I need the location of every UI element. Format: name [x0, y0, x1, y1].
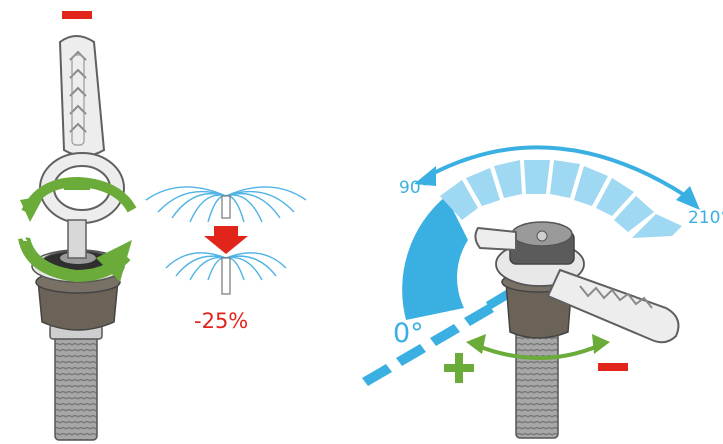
arc-band-adjustable: [440, 160, 682, 238]
adjust-direction-arrow: [466, 334, 610, 360]
turns-label: X4: [12, 220, 41, 246]
arc-band-fixed: [402, 196, 468, 320]
rotate-four-times-arrows: [18, 176, 137, 283]
spray-reduction-label: -25%: [194, 309, 249, 333]
arc-end-label: 210°: [688, 208, 723, 228]
plus-marker: [444, 353, 474, 383]
arc-start-label: 90°: [399, 178, 430, 198]
right-sprinkler-body: [495, 221, 585, 439]
adjustment-key-tool: [39, 35, 125, 259]
zero-reference-line: [362, 290, 510, 386]
rotation-range-arrow: [414, 145, 700, 210]
minus-marker-top: [62, 11, 92, 19]
minus-marker-right: [598, 363, 628, 371]
spray-pattern-reduced: [165, 252, 287, 281]
zero-degree-label: 0°: [393, 318, 424, 349]
down-arrow: [204, 226, 248, 254]
spray-pattern-full: [145, 186, 307, 223]
right-adjustment-key: [474, 226, 680, 344]
